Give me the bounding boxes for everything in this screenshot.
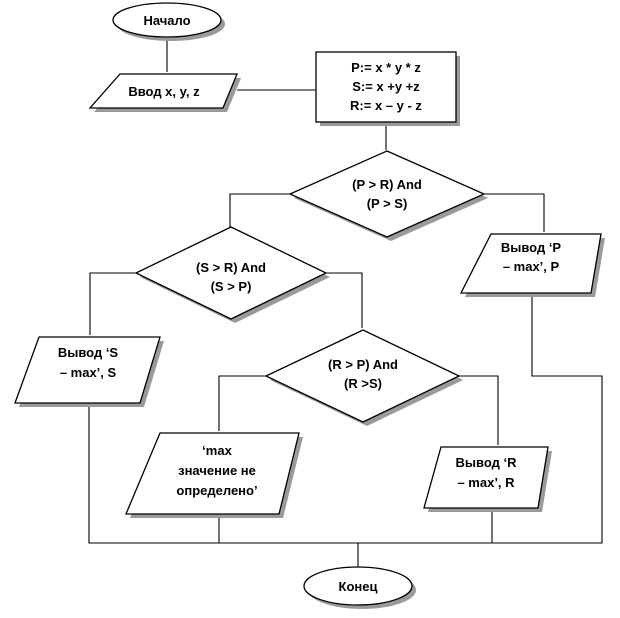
connectors [88,36,603,570]
output-r-line-1: Вывод ‘R [456,455,518,470]
output-s-block: Вывод ‘S – max’, S [14,336,161,404]
output-p-line-1: Вывод ‘P [501,240,562,255]
output-undefined-block: ‘max значение не определено’ [125,432,300,515]
input-block: Ввод x, y, z [88,73,238,109]
compute-line-3: R:= x – y - z [350,98,422,113]
compute-block: P:= x * y * z S:= x +y +z R:= x – y - z [315,51,457,123]
input-label: Ввод x, y, z [128,84,200,99]
output-r-line-2: – max’, R [457,475,515,490]
end-label: Конец [339,579,378,594]
output-undefined-line-2: значение не [178,463,256,478]
output-s-line-1: Вывод ‘S [58,345,119,360]
decision-s-line-2: (S > P) [211,279,252,294]
decision-s-line-1: (S > R) And [196,260,266,275]
compute-line-1: P:= x * y * z [351,60,421,75]
start-terminal: Начало [112,2,222,38]
decision-r-line-2: (R >S) [344,376,382,391]
output-undefined-line-1: ‘max [202,443,232,458]
output-s-line-2: – max’, S [60,365,117,380]
decision-p-max: (P > R) And (P > S) [288,150,486,238]
decision-p-line-2: (P > S) [367,196,408,211]
decision-p-line-1: (P > R) And [352,177,422,192]
decision-r-line-1: (R > P) And [328,357,398,372]
compute-line-2: S:= x +y +z [352,79,420,94]
decision-r-max: (R > P) And (R >S) [264,329,461,423]
output-undefined-line-3: определено’ [176,483,257,498]
decision-s-max: (S > R) And (S > P) [134,226,328,320]
output-p-block: Вывод ‘P – max’, P [459,233,602,294]
output-p-line-2: – max’, P [503,259,560,274]
start-label: Начало [143,13,190,28]
end-terminal: Конец [303,566,413,606]
output-r-block: Вывод ‘R – max’, R [423,446,549,509]
